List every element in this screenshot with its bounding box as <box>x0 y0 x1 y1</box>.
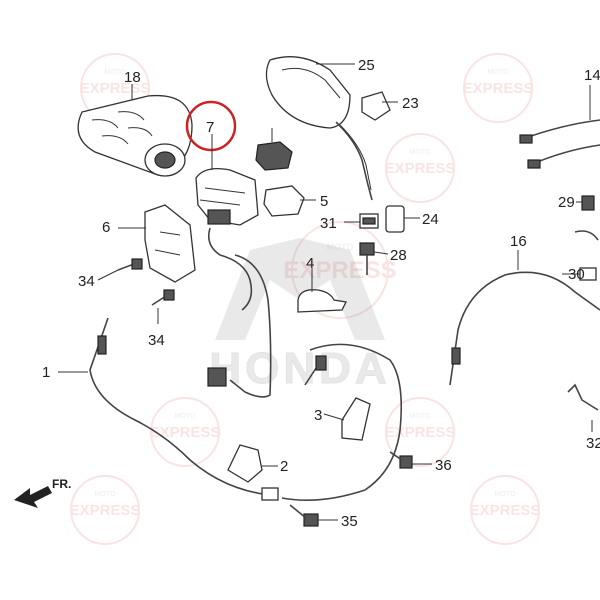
part-31-nut <box>359 213 379 229</box>
part-34-screw-lower <box>151 289 175 306</box>
part-34-screw-upper <box>117 258 143 271</box>
watermark-badge: MOTO EXPRESS <box>470 475 541 545</box>
callout-16: 16 <box>510 233 527 270</box>
part-6-cover <box>144 204 196 283</box>
watermark-top-text: MOTO <box>495 491 516 498</box>
part-4-clamp <box>297 289 347 313</box>
watermark-main-text: EXPRESS <box>470 502 541 519</box>
honda-watermark: HONDA <box>209 238 390 394</box>
watermark-badge: MOTO EXPRESS <box>463 53 534 123</box>
watermark-badge: MOTO EXPRESS <box>385 133 456 203</box>
watermark-top-text: MOTO <box>410 413 431 420</box>
callout-6: 6 <box>102 219 146 236</box>
part-1-cable <box>89 317 279 501</box>
callout-24: 24 <box>404 211 439 228</box>
cable-bundle <box>207 343 403 502</box>
part-number-label: 25 <box>358 57 375 74</box>
part-18-grip <box>77 94 193 177</box>
part-number-label: 28 <box>390 247 407 264</box>
callout-1: 1 <box>42 364 88 381</box>
front-direction-arrow: FR. <box>14 477 71 508</box>
part-number-label: 16 <box>510 233 527 250</box>
callout-32: 32 <box>586 420 600 452</box>
part-number-label: 14 <box>584 67 600 84</box>
part-number-label: 36 <box>435 457 452 474</box>
honda-wordmark: HONDA <box>209 344 390 393</box>
part-2-bracket <box>227 444 263 483</box>
callout-4: 4 <box>306 255 314 292</box>
part-28-bolt <box>359 242 375 275</box>
callout-28: 28 <box>373 247 407 264</box>
watermark-top-text: MOTO <box>105 69 126 76</box>
part-number-label: 32 <box>586 435 600 452</box>
part-23-mirror-cap <box>361 91 391 121</box>
part-number-label: 24 <box>422 211 439 228</box>
honda-wing-logo <box>215 238 385 340</box>
callout-36: 36 <box>412 457 452 474</box>
callouts: 18 7 25 23 5 31 24 28 4 6 34 34 1 16 14 … <box>42 57 600 530</box>
part-number-label: 29 <box>558 194 575 211</box>
part-number-label: 34 <box>148 332 165 349</box>
watermark-main-text: EXPRESS <box>283 257 396 284</box>
part-number-label: 31 <box>320 215 337 232</box>
part-number-label: 7 <box>206 119 214 136</box>
callout-2: 2 <box>262 458 288 475</box>
part-14-wiring <box>519 119 600 169</box>
watermark-main-text: EXPRESS <box>385 424 456 441</box>
watermark-badge: MOTO EXPRESS <box>283 221 397 319</box>
watermark-main-text: EXPRESS <box>150 424 221 441</box>
part-number-label: 6 <box>102 219 110 236</box>
callout-31: 31 <box>320 215 360 232</box>
callout-18: 18 <box>124 69 141 100</box>
part-36-bolt <box>389 451 413 469</box>
part-16-cable <box>449 271 600 386</box>
part-35-bolt <box>289 504 319 527</box>
part-number-label: 23 <box>402 95 419 112</box>
watermark-badge: MOTO EXPRESS <box>70 475 141 545</box>
watermark-badge: MOTO EXPRESS <box>385 397 456 467</box>
watermark-main-text: EXPRESS <box>463 80 534 97</box>
front-arrow-label: FR. <box>52 477 71 491</box>
highlight-circle <box>185 100 237 152</box>
part-29-fastener <box>581 195 595 211</box>
watermark-top-text: MOTO <box>175 413 196 420</box>
callout-30: 30 <box>562 266 585 283</box>
watermark-top-text: MOTO <box>327 242 354 252</box>
part-number-label: 5 <box>320 193 328 210</box>
callout-23: 23 <box>382 95 419 112</box>
callout-25: 25 <box>316 57 375 74</box>
watermark-top-text: MOTO <box>95 491 116 498</box>
part-number-label: 1 <box>42 364 50 381</box>
callout-29: 29 <box>558 194 582 211</box>
watermark-badge: MOTO EXPRESS <box>150 397 221 467</box>
part-number-label: 34 <box>78 273 95 290</box>
watermark-main-text: EXPRESS <box>80 80 151 97</box>
callout-7: 7 <box>206 119 214 170</box>
part-number-label: 3 <box>314 407 322 424</box>
watermark-top-text: MOTO <box>488 69 509 76</box>
part-32-bracket <box>567 383 599 411</box>
watermark-main-text: EXPRESS <box>70 502 141 519</box>
dealer-watermarks: MOTO EXPRESS MOTO EXPRESS MOTO EXPRESS M… <box>70 53 541 545</box>
callout-34-a: 34 <box>78 269 119 290</box>
watermark-main-text: EXPRESS <box>385 160 456 177</box>
part-24-adapter <box>385 205 405 233</box>
part-5-switch <box>263 185 305 217</box>
part-number-label: 30 <box>568 266 585 283</box>
part-number-label: 35 <box>341 513 358 530</box>
part-25-mirror <box>265 56 373 201</box>
callout-34-b: 34 <box>148 308 165 349</box>
part-7-switch-assembly <box>195 167 272 398</box>
part-number-label: 4 <box>306 255 314 272</box>
callout-35: 35 <box>318 513 358 530</box>
part-10-switch <box>255 141 293 171</box>
callout-3: 3 <box>314 407 345 424</box>
part-number-label: 2 <box>280 458 288 475</box>
callout-5: 5 <box>300 193 328 210</box>
callout-14: 14 <box>584 67 600 120</box>
watermark-top-text: MOTO <box>410 149 431 156</box>
part-3-bracket <box>341 397 371 441</box>
part-number-label: 18 <box>124 69 141 86</box>
